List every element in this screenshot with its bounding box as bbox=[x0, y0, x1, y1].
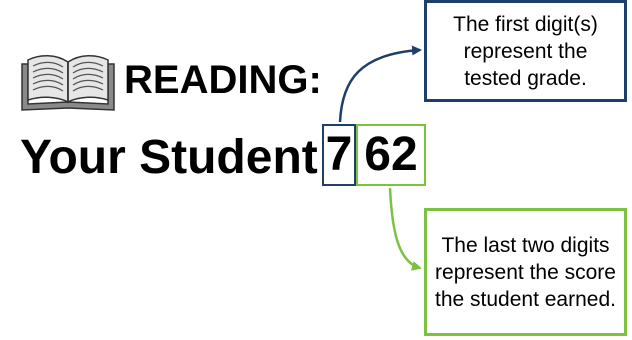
score-points-digits: 62 bbox=[356, 124, 426, 186]
score-grade-digit: 7 bbox=[322, 124, 356, 186]
points-connector-arrow bbox=[388, 187, 422, 271]
grade-callout-text: The first digit(s) represent the tested … bbox=[453, 12, 598, 90]
open-book-icon bbox=[21, 55, 115, 111]
grade-connector-arrow bbox=[338, 45, 422, 123]
points-callout-box: The last two digits represent the score … bbox=[424, 208, 627, 336]
your-student-label: Your Student bbox=[20, 131, 318, 184]
reading-title: READING: bbox=[124, 58, 322, 102]
grade-callout-box: The first digit(s) represent the tested … bbox=[424, 0, 627, 102]
points-callout-text: The last two digits represent the score … bbox=[435, 233, 616, 311]
